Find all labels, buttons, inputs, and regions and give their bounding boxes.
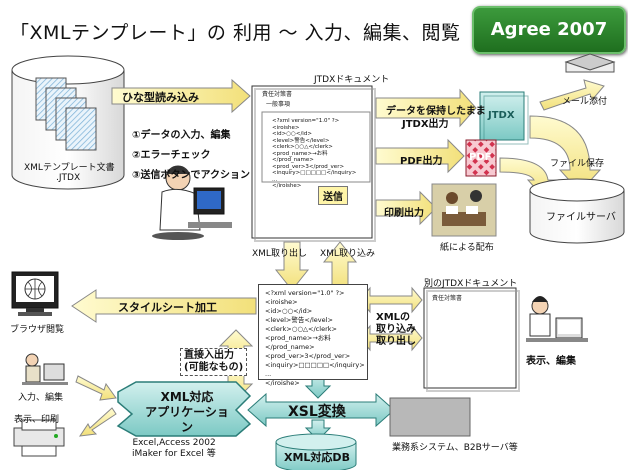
browser-monitor-icon	[11, 271, 59, 316]
xml-db-cylinder	[275, 433, 357, 470]
xml-app-shape	[116, 381, 252, 437]
doc-inner-form	[261, 111, 371, 183]
xml-app-label: XML対応アプリケーション	[145, 390, 229, 434]
xml-import-label: XML取り込み	[320, 249, 375, 259]
input-person-icon	[22, 353, 68, 385]
doc-subheader: 一般事項	[266, 101, 291, 108]
xml-snippet-mid: <?xml version="1.0" ?><iroishe><id>○○</i…	[258, 284, 368, 387]
display-print-label: 表示、印刷	[14, 415, 60, 425]
xml-snippet-top: <?xml version="1.0" ?><iroishe><id>○○</i…	[272, 118, 357, 189]
operator-person-icon	[152, 165, 232, 240]
input-edit-label: 入力、編集	[18, 393, 64, 403]
mail-icon	[564, 53, 616, 73]
mail-attach-label: メール添付	[562, 97, 608, 107]
jtdx-output-arrow	[375, 88, 477, 128]
business-system-label: 業務系システム、B2Bサーバ等	[392, 443, 518, 453]
display-edit-label: 表示、編集	[526, 356, 576, 367]
other-jtdx-document	[423, 287, 517, 389]
xml-io-double-arrow	[359, 286, 423, 314]
stylesheet-label: スタイルシート加工	[118, 301, 217, 314]
browser-view-label: ブラウザ閲覧	[10, 325, 65, 335]
pdf-output-label: PDF出力	[400, 156, 443, 167]
load-template-label: ひな型読み込み	[122, 91, 199, 104]
other-doc-header: 責任対策書	[432, 295, 463, 302]
file-server-cylinder	[529, 178, 625, 244]
xml-extract-label: XML取り出し	[252, 249, 307, 259]
jtdx-doc-label: JTDXドキュメント	[314, 75, 390, 85]
file-save-label: ファイル保存	[550, 159, 605, 169]
pdf-output-arrow	[375, 138, 465, 174]
agree-badge: Agree 2007	[472, 6, 626, 54]
pdf-file-text: PDF	[469, 152, 492, 163]
direct-io-label: 直接入出力(可能なもの)	[180, 348, 248, 376]
output-jtdx-label-2: JTDX出力	[402, 119, 449, 130]
xml-extract-arrow	[274, 241, 310, 291]
template-store-label-2: .JTDX	[56, 173, 81, 183]
editor-person-icon	[526, 296, 588, 342]
step-2: ②エラーチェック	[132, 150, 211, 161]
meeting-photo	[431, 183, 497, 237]
template-store-cylinder	[11, 55, 125, 190]
send-button[interactable]: 送信	[318, 186, 348, 205]
print-output-label: 印刷出力	[384, 208, 424, 219]
jtdx-file-text: JTDX	[488, 110, 515, 121]
printer-icon	[13, 419, 65, 457]
jtdx-file-icon	[479, 91, 529, 145]
stylesheet-arrow	[71, 289, 257, 323]
xml-io-label: XMLの取り込み取り出し	[376, 312, 416, 347]
page-title: 「XMLテンプレート」の 利用 ～ 入力、編集、閲覧	[10, 22, 461, 44]
business-system-box	[389, 397, 471, 437]
step-1: ①データの入力、編集	[132, 130, 231, 141]
pdf-file-icon	[465, 139, 497, 177]
app-to-print-arrow	[78, 407, 117, 437]
paper-distribution-label: 紙による配布	[440, 243, 494, 253]
doc-header: 責任対策書	[262, 91, 293, 98]
mail-arrow	[539, 79, 605, 111]
template-store-label-1: XMLテンプレート文書	[24, 163, 115, 173]
output-jtdx-label-1: データを保持したまま	[386, 106, 486, 117]
step-3: ③送信ボタンでアクション	[132, 170, 250, 181]
xsl-label: XSL変換	[288, 404, 346, 420]
xml-db-label: XML対応DB	[284, 451, 350, 464]
load-template-arrow	[111, 78, 251, 114]
other-jtdx-label: 別のJTDXドキュメント	[424, 279, 518, 289]
print-output-arrow	[375, 190, 437, 226]
input-to-app-arrow	[75, 375, 117, 401]
file-server-label: ファイルサーバ	[546, 212, 616, 223]
